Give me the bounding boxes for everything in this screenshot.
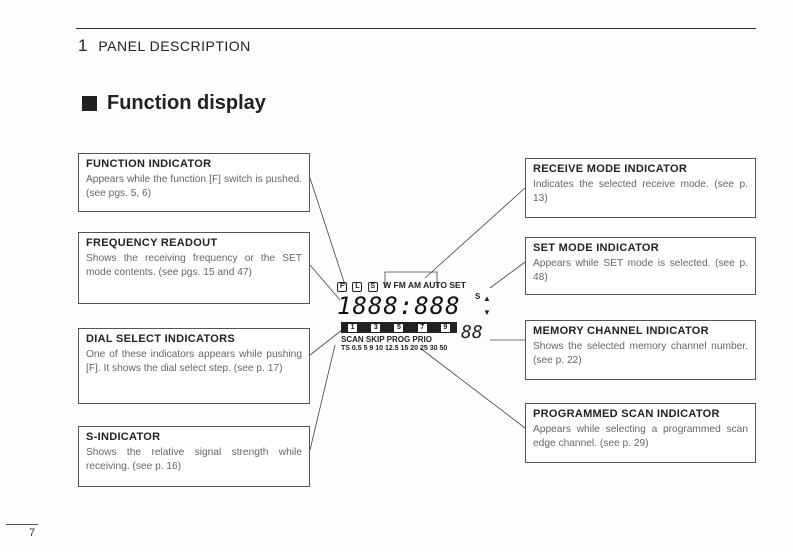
box-heading: DIAL SELECT INDICATORS (86, 333, 235, 345)
receive-mode-indicator-box: RECEIVE MODE INDICATOR Indicates the sel… (525, 158, 756, 218)
s-indicator-box: S-INDICATOR Shows the relative signal st… (78, 426, 310, 487)
chapter-heading: 1 PANEL DESCRIPTION (78, 36, 251, 56)
dial-select-indicators-box: DIAL SELECT INDICATORS One of these indi… (78, 328, 310, 404)
triangle-down-icon: ▼ (483, 308, 491, 317)
box-text: Shows the selected memory channel number… (533, 341, 748, 366)
header-rule (76, 28, 756, 29)
box-heading: RECEIVE MODE INDICATOR (533, 163, 688, 175)
lcd-flag-l: L (352, 282, 363, 292)
lcd-dial-digit: 9 (440, 323, 450, 332)
box-heading: PROGRAMMED SCAN INDICATOR (533, 408, 720, 420)
box-text: Indicates the selected receive mode. (se… (533, 179, 748, 204)
lcd-steps-row: TS 0.5 5 9 10 12.5 15 20 25 30 50 (341, 345, 448, 352)
chapter-number: 1 (78, 36, 88, 55)
triangle-up-icon: ▲ (483, 294, 491, 303)
lcd-s-meter-bar: 1 3 5 7 9 (341, 322, 457, 333)
footer-rule (6, 524, 38, 525)
lcd-dial-digit: 5 (394, 323, 404, 332)
frequency-readout-box: FREQUENCY READOUT Shows the receiving fr… (78, 232, 310, 304)
box-text: Shows the relative signal strength while… (86, 447, 302, 472)
section-title: Function display (82, 92, 266, 115)
lcd-frequency: 1888:888 (337, 292, 461, 320)
section-title-text: Function display (107, 92, 266, 114)
programmed-scan-indicator-box: PROGRAMMED SCAN INDICATOR Appears while … (525, 403, 756, 463)
box-text: One of these indicators appears while pu… (86, 349, 302, 374)
box-text: Appears while the function [F] switch is… (86, 174, 302, 199)
memory-channel-indicator-box: MEMORY CHANNEL INDICATOR Shows the selec… (525, 320, 756, 380)
box-text: Appears while selecting a programmed sca… (533, 424, 748, 449)
function-indicator-box: FUNCTION INDICATOR Appears while the fun… (78, 153, 310, 212)
lcd-modes: W FM AM AUTO SET (383, 280, 466, 290)
box-text: Shows the receiving frequency or the SET… (86, 253, 302, 278)
lcd-dial-digit: 3 (371, 323, 381, 332)
box-heading: SET MODE INDICATOR (533, 242, 659, 254)
box-heading: FUNCTION INDICATOR (86, 158, 212, 170)
set-mode-indicator-box: SET MODE INDICATOR Appears while SET mod… (525, 237, 756, 295)
lcd-dial-digit: 7 (417, 323, 427, 332)
lcd-scan-row: SCAN SKIP PROG PRIO (341, 335, 432, 344)
page-number: 7 (29, 527, 36, 539)
box-heading: S-INDICATOR (86, 431, 161, 443)
lcd-top-row: F L S W FM AM AUTO SET (337, 280, 466, 292)
lcd-flag-f: F (337, 282, 347, 292)
lcd-dial-digit: 1 (348, 323, 358, 332)
box-text: Appears while SET mode is selected. (see… (533, 258, 748, 283)
lcd-flag-s: S (367, 282, 378, 292)
lcd-s-label: S (475, 292, 481, 301)
box-heading: FREQUENCY READOUT (86, 237, 218, 249)
lcd-memory-channel: 88 (461, 322, 483, 343)
box-heading: MEMORY CHANNEL INDICATOR (533, 325, 709, 337)
lcd-display-illustration: F L S W FM AM AUTO SET 1888:888 S ▲ ▼ 1 … (337, 278, 495, 362)
bullet-square-icon (82, 96, 97, 111)
chapter-title: PANEL DESCRIPTION (98, 38, 251, 54)
